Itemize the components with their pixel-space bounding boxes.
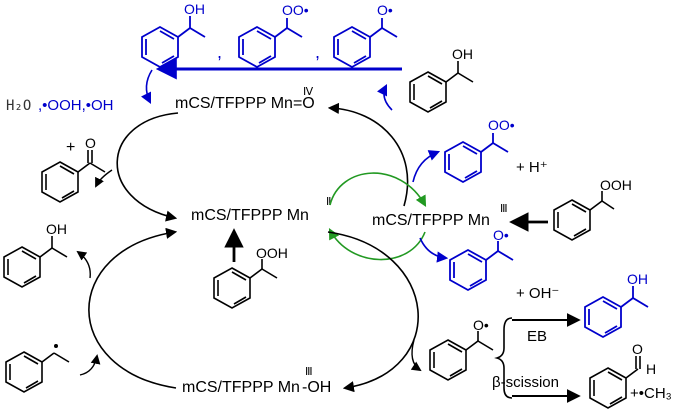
curve-arrow-phenylethanol xyxy=(76,250,91,279)
oh-label-product: OH xyxy=(627,271,648,287)
acetophenone-left xyxy=(41,150,106,203)
peroxy-radical-blue-right xyxy=(444,133,509,184)
plus-ketone: + xyxy=(66,139,75,156)
green-arc-top xyxy=(329,172,427,207)
o-radical-label: O• xyxy=(377,2,393,18)
oo-radical-label: OO• xyxy=(282,2,309,18)
comma-2: , xyxy=(315,42,320,62)
arc-mn3-bottom-to-mn2 xyxy=(88,227,178,389)
curve-arrow-radical xyxy=(79,354,101,376)
curve-arrow-up-right xyxy=(376,83,393,111)
beta-scission-label: β-scission xyxy=(492,374,559,391)
phenylethanol-blue-product xyxy=(584,286,649,339)
mn4-ox-state: Ⅳ xyxy=(303,86,314,98)
oh-label-right: OH xyxy=(452,46,473,62)
branch-brace xyxy=(494,317,513,399)
plus-ch3: +•CH₃ xyxy=(630,385,672,402)
curve-arrow-alkoxy-bottom xyxy=(410,339,422,372)
alkoxy-radical-bottom xyxy=(429,331,494,381)
oo-radical-label-right: OO• xyxy=(488,117,515,133)
ooh-label-right: OOH xyxy=(600,177,632,193)
arc-mn4-to-mn2 xyxy=(116,112,179,222)
ketone-o-label: O xyxy=(85,135,96,151)
ooh-label-center: OOH xyxy=(256,245,288,261)
plus-ohminus: + OH⁻ xyxy=(516,285,559,302)
radical-dot xyxy=(54,344,58,348)
oh-label-left: OH xyxy=(46,221,67,237)
phenylethyl-radical xyxy=(5,351,70,393)
mn3-bottom-suffix: -OH xyxy=(302,379,331,396)
eb-label: EB xyxy=(527,328,547,345)
peroxy-radical-blue-top xyxy=(238,18,303,69)
aldehyde-o-label: O xyxy=(632,341,643,357)
alkoxy-radical-blue-right xyxy=(449,241,514,292)
curve-arrow-ketone xyxy=(95,169,113,188)
alkoxy-radical-blue-top xyxy=(333,18,398,69)
mn4-label: mCS/TFPPP Mn=O xyxy=(175,95,315,112)
blue-curve-to-alkoxy xyxy=(419,237,449,263)
aldehyde-h-label: H xyxy=(646,361,656,377)
blue-curve-arrow-left xyxy=(140,69,153,105)
mn3-bottom-ox-state: Ⅲ xyxy=(305,366,313,378)
mn3-bottom-label: mCS/TFPPP Mn xyxy=(182,379,300,396)
mn3-right-label: mCS/TFPPP Mn xyxy=(372,212,490,229)
h2o-label: H₂O xyxy=(6,98,31,114)
mn2-ox-state: Ⅱ xyxy=(326,196,331,208)
phenylethanol-right xyxy=(409,61,474,113)
hydroperoxide-center xyxy=(213,259,278,309)
comma-1: , xyxy=(217,42,222,62)
o-radical-label-bottom: O• xyxy=(473,317,489,333)
green-arc-bottom xyxy=(328,228,426,261)
benzaldehyde-product xyxy=(589,356,641,409)
byproduct-radicals: ,•OOH,•OH xyxy=(38,97,114,114)
phenylethanol-left xyxy=(3,236,68,288)
arc-mn3-to-mn4 xyxy=(327,102,409,207)
mn3-right-ox-state: Ⅲ xyxy=(500,203,508,215)
plus-hplus: + H⁺ xyxy=(516,159,548,176)
arc-mn2-to-mn3-bottom xyxy=(327,231,419,393)
oh-label: OH xyxy=(184,1,205,17)
phenylethanol-blue-top xyxy=(141,16,206,69)
blue-curve-to-peroxy xyxy=(412,150,441,183)
mn2-label: mCS/TFPPP Mn xyxy=(191,207,309,224)
o-radical-label-right: O• xyxy=(493,227,509,243)
hydroperoxide-right xyxy=(553,191,615,241)
